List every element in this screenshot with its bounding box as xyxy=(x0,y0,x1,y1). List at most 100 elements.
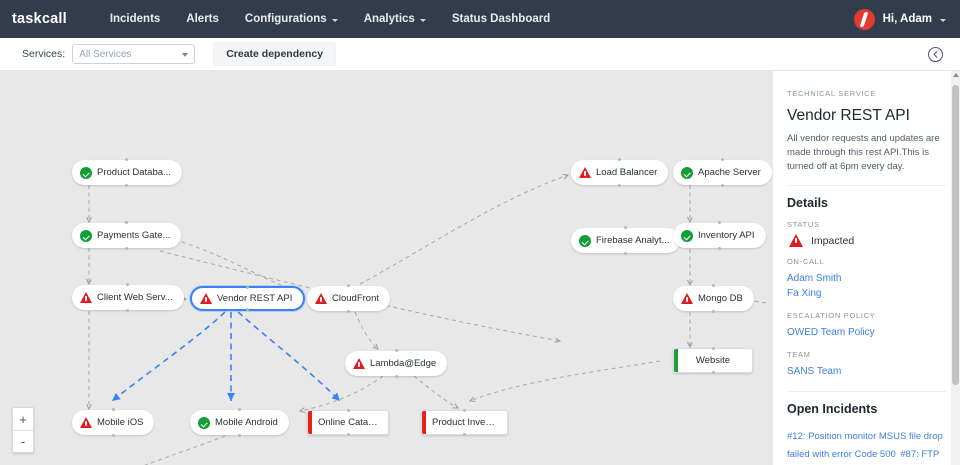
graph-node-firebase-analytics[interactable]: Firebase Analyt... xyxy=(571,226,681,255)
connector-handle[interactable] xyxy=(711,284,715,287)
connector-handle[interactable] xyxy=(346,433,350,436)
connector-handle[interactable] xyxy=(711,310,715,313)
graph-node-cloudfront[interactable]: CloudFront xyxy=(307,284,390,313)
warning-triangle-icon xyxy=(80,292,92,303)
status-value: Impacted xyxy=(811,234,855,247)
graph-node-client-web-service[interactable]: Client Web Serv... xyxy=(72,283,184,312)
status-bar xyxy=(674,349,678,372)
connector-handle[interactable] xyxy=(111,408,115,411)
status-label: STATUS xyxy=(787,220,820,230)
graph-canvas[interactable]: Product Databa... Payments Gate... Client … xyxy=(0,71,772,465)
oncall-link-0[interactable]: Adam Smith xyxy=(787,273,842,285)
escalation-policy-label: ESCALATION POLICY xyxy=(787,311,876,321)
connector-handle[interactable] xyxy=(125,184,129,187)
connector-handle[interactable] xyxy=(126,309,130,312)
graph-node-product-inventory[interactable]: Product Inventory xyxy=(421,409,508,436)
graph-node-inventory-api[interactable]: Inventory API xyxy=(673,221,766,250)
connector-handle[interactable] xyxy=(237,434,241,437)
brand-logo[interactable]: taskcall xyxy=(12,11,67,27)
connector-handle[interactable] xyxy=(720,158,724,161)
incident-link-1[interactable]: #87: FTP file connection failed - 6 conn… xyxy=(900,449,940,461)
panel-scrollbar[interactable] xyxy=(951,71,960,465)
connector-handle[interactable] xyxy=(111,434,115,437)
chevron-down-icon xyxy=(419,18,426,22)
connector-handle[interactable] xyxy=(711,371,715,374)
oncall-label: ON-CALL xyxy=(787,257,825,267)
check-circle-icon xyxy=(80,166,92,179)
connector-handle[interactable] xyxy=(246,286,250,289)
warning-triangle-icon xyxy=(789,234,803,248)
services-label: Services: xyxy=(22,48,66,60)
connector-handle[interactable] xyxy=(125,247,129,250)
graph-node-label: Mobile iOS xyxy=(97,417,144,428)
connector-handle[interactable] xyxy=(711,347,715,350)
team-label: TEAM xyxy=(787,350,811,360)
connector-handle[interactable] xyxy=(237,408,241,411)
graph-node-label: Website xyxy=(695,355,731,366)
services-select[interactable]: All Services xyxy=(72,44,196,64)
nav-link-configurations[interactable]: Configurations xyxy=(232,0,351,38)
graph-node-mobile-ios[interactable]: Mobile iOS xyxy=(72,408,155,437)
service-description: All vendor requests and updates are made… xyxy=(787,133,940,172)
connector-handle[interactable] xyxy=(463,433,466,436)
graph-node-label: Vendor REST API xyxy=(217,293,293,304)
graph-node-label: Payments Gate... xyxy=(97,230,171,241)
graph-node-vendor-rest-api[interactable]: Vendor REST API xyxy=(190,286,306,311)
graph-node-website[interactable]: Website xyxy=(673,347,753,374)
nav-link-label: Analytics xyxy=(363,13,415,25)
nav-link-status-dashboard[interactable]: Status Dashboard xyxy=(439,0,563,38)
service-details-panel: TECHNICAL SERVICE Vendor REST API All ve… xyxy=(772,71,960,465)
nav-link-analytics[interactable]: Analytics xyxy=(351,0,439,38)
scroll-up-arrow-icon[interactable] xyxy=(952,73,959,77)
scrollbar-thumb[interactable] xyxy=(952,85,959,385)
connector-handle[interactable] xyxy=(618,184,622,187)
connector-handle[interactable] xyxy=(717,221,721,224)
nav-link-incidents[interactable]: Incidents xyxy=(97,0,173,38)
avatar xyxy=(853,8,875,30)
connector-handle[interactable] xyxy=(624,226,628,229)
connector-handle[interactable] xyxy=(346,409,350,412)
graph-node-label: Firebase Analyt... xyxy=(596,235,670,246)
incident-link-0[interactable]: #12: Position monitor MSUS file drop fai… xyxy=(787,431,943,461)
circle-arrow-left-icon[interactable] xyxy=(927,46,944,63)
connector-handle[interactable] xyxy=(394,375,398,378)
escalation-policy-link[interactable]: OWED Team Policy xyxy=(787,327,875,339)
connector-handle[interactable] xyxy=(394,349,398,352)
graph-node-payments-gateway[interactable]: Payments Gate... xyxy=(72,221,182,250)
user-menu[interactable]: Hi, Adam xyxy=(853,0,946,38)
connector-handle[interactable] xyxy=(126,283,130,286)
graph-node-mobile-android[interactable]: Mobile Android xyxy=(190,408,289,437)
connector-handle[interactable] xyxy=(125,221,129,224)
status-badge: Impacted xyxy=(787,234,946,248)
zoom-in-button[interactable]: + xyxy=(19,411,27,427)
connector-handle[interactable] xyxy=(720,184,724,187)
chevron-down-icon xyxy=(182,53,189,57)
graph-node-label: Apache Server xyxy=(698,167,761,178)
graph-node-product-database[interactable]: Product Databa... xyxy=(72,158,182,187)
check-circle-icon xyxy=(681,229,693,242)
zoom-out-button[interactable]: - xyxy=(13,430,33,452)
graph-node-online-catalog[interactable]: Online Catalog xyxy=(307,409,389,436)
user-name-label: Hi, Adam xyxy=(882,13,932,25)
graph-node-label: Client Web Serv... xyxy=(97,292,173,303)
graph-node-lambda-at-edge[interactable]: Lambda@Edge xyxy=(345,349,448,378)
connector-handle[interactable] xyxy=(125,158,129,161)
connector-handle[interactable] xyxy=(463,409,466,412)
create-dependency-button[interactable]: Create dependency xyxy=(213,42,337,66)
connector-handle[interactable] xyxy=(618,158,622,161)
graph-node-apache-server[interactable]: Apache Server xyxy=(673,158,772,187)
graph-node-label: Mobile Android xyxy=(215,417,278,428)
oncall-link-1[interactable]: Fa Xing xyxy=(787,288,822,300)
connector-handle[interactable] xyxy=(347,284,350,287)
graph-node-label: Inventory API xyxy=(698,230,755,241)
connector-handle[interactable] xyxy=(624,252,628,255)
connector-handle[interactable] xyxy=(246,308,250,311)
graph-node-load-balancer[interactable]: Load Balancer xyxy=(571,158,669,187)
team-link[interactable]: SANS Team xyxy=(787,366,842,378)
graph-node-mongo-db[interactable]: Mongo DB xyxy=(673,284,754,313)
connector-handle[interactable] xyxy=(717,247,721,250)
connector-handle[interactable] xyxy=(347,310,350,313)
nav-link-alerts[interactable]: Alerts xyxy=(173,0,232,38)
escalation-policy-field: ESCALATION POLICY OWED Team Policy xyxy=(787,311,946,340)
